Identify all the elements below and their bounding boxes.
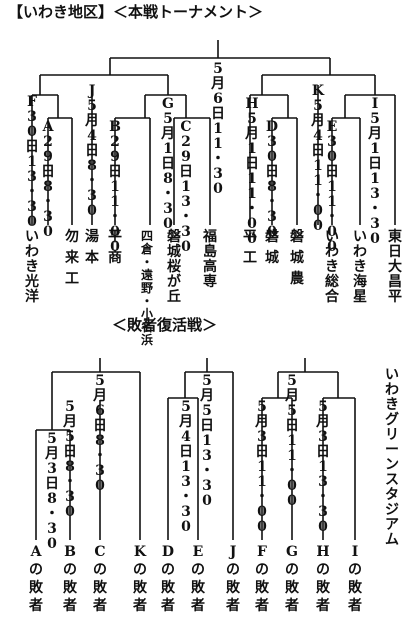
team-name: 平工 [243,229,257,266]
team-name: 東日大昌平 [388,229,402,305]
team-name: 平商 [108,229,122,266]
team-name: 四倉・遠野・小名浜 [140,229,153,347]
team-name: いわき総合 [325,229,339,305]
venue-label: いわきグリーンスタジアム [385,367,399,548]
consolation-header: ＜敗者復活戦＞ [112,316,218,334]
team-name: 磐城 [265,229,279,266]
team-name: 勿来工 [65,229,79,287]
main-header: 【いわき地区】＜本戦トーナメント＞ [8,3,264,21]
team-name: いわき海星 [353,229,367,305]
team-name: いわき光洋 [25,229,39,305]
team-name: 湯本 [85,229,99,266]
team-name: 福島高専 [203,229,217,290]
team-name: 磐城桜が丘 [167,229,181,305]
team-name: 磐城農 [290,229,304,287]
